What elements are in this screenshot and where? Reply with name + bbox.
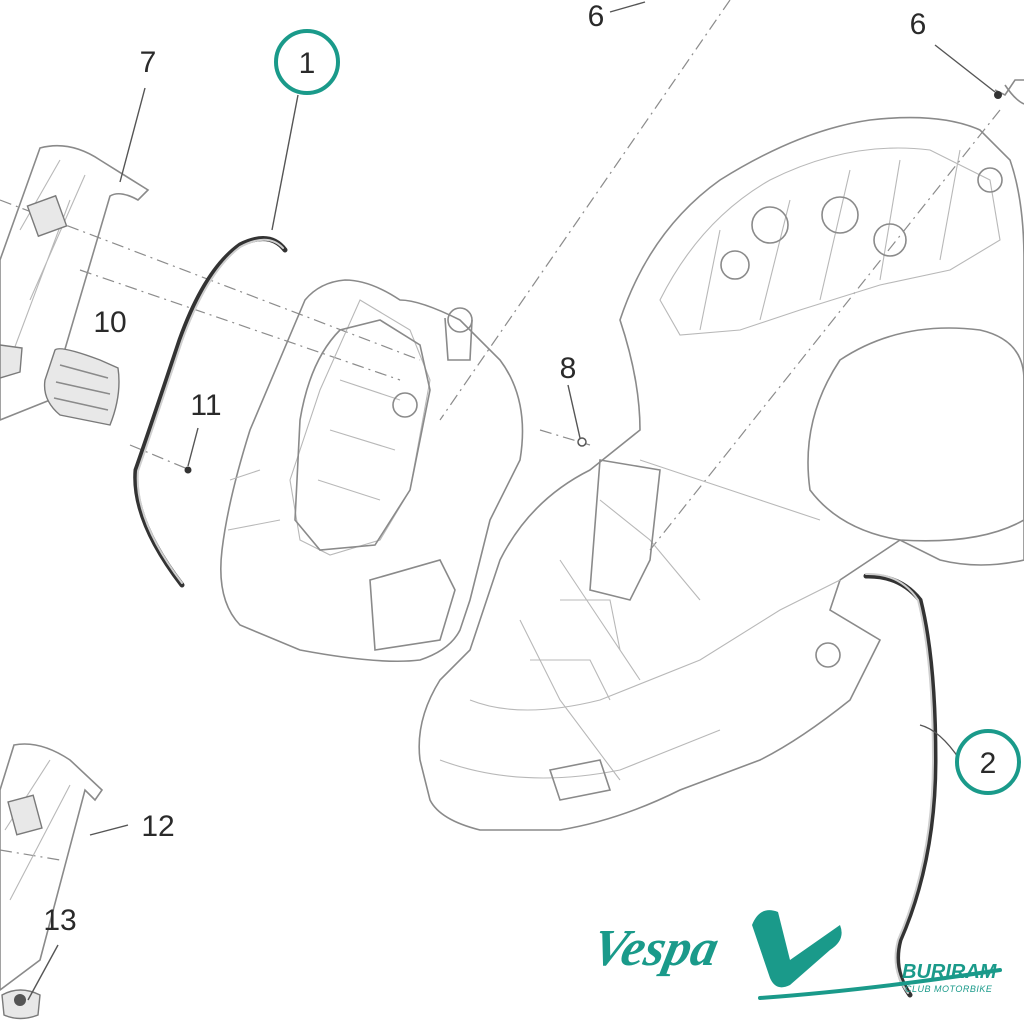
svg-text:2: 2	[980, 747, 997, 780]
callout-11[interactable]: 11	[190, 389, 221, 422]
leader-lines	[27, 1, 996, 1001]
part-13-cap	[1, 989, 41, 1020]
callout-13[interactable]: 13	[43, 904, 76, 937]
main-body-frame	[418, 116, 1024, 831]
callout-6-top[interactable]: 6	[588, 0, 605, 33]
logo-tagline: CLUB MOTORBIKE	[905, 984, 993, 994]
callout-6-right[interactable]: 6	[910, 8, 927, 41]
front-shield	[220, 279, 524, 663]
part-8-screw	[577, 437, 587, 447]
logo-brand: Vespa	[587, 920, 723, 977]
part-2-trim-strip	[863, 572, 938, 998]
callout-10[interactable]: 10	[93, 306, 126, 339]
vespa-buriram-logo: Vespa BURIRAM CLUB MOTORBIKE	[587, 910, 1002, 1000]
part-7-leg-cover	[0, 144, 150, 421]
callout-7[interactable]: 7	[140, 46, 157, 79]
callouts: 1 2 6 6 7 8 10 11 12 13	[43, 0, 1021, 937]
part-10-grille	[43, 348, 120, 426]
callout-2[interactable]: 2	[955, 729, 1021, 795]
callout-8[interactable]: 8	[560, 352, 577, 385]
part-12-lower-cover	[0, 743, 104, 991]
part-11-screw	[184, 466, 192, 474]
callout-1[interactable]: 1	[274, 29, 340, 95]
part-1-trim-strip	[133, 236, 288, 588]
svg-text:1: 1	[299, 47, 316, 80]
callout-12[interactable]: 12	[141, 810, 174, 843]
logo-city: BURIRAM	[902, 961, 998, 983]
part-6-screw	[994, 79, 1024, 105]
